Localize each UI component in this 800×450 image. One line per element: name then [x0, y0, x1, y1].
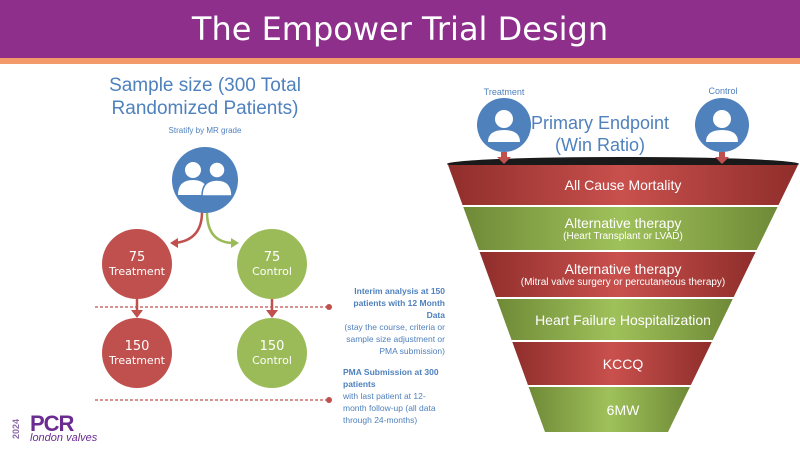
funnel-segment [479, 252, 756, 297]
page-title: The Empower Trial Design [191, 10, 609, 48]
segment-title: Heart Failure Hospitalization [535, 311, 711, 328]
funnel-segment [528, 387, 690, 432]
funnel-segment-label: 6MW [443, 402, 800, 418]
segment-subtitle: (Heart Transplant or LVAD) [563, 230, 683, 242]
sample-size-heading: Sample size (300 Total Randomized Patien… [109, 75, 301, 119]
header-bar [0, 0, 800, 58]
funnel-segment-label: KCCQ [443, 356, 800, 372]
treatment-label: Treatment [483, 87, 525, 97]
control-person-icon [695, 98, 749, 164]
control-label: Control [708, 86, 738, 96]
segment-title: Alternative therapy [564, 260, 682, 277]
header-stripe [0, 58, 800, 64]
treatment-person-icon [477, 98, 531, 164]
funnel-segment-label: Heart Failure Hospitalization [443, 312, 800, 328]
interim-analysis-note: Interim analysis at 150 patients with 12… [344, 286, 445, 356]
segment-title: 6MW [606, 401, 640, 418]
funnel-segment-label: All Cause Mortality [443, 177, 800, 193]
segment-title: All Cause Mortality [564, 177, 682, 193]
group-icon [172, 147, 238, 213]
segment-title: Alternative therapy [564, 214, 682, 231]
funnel-segment [448, 165, 798, 205]
segment-title: KCCQ [602, 355, 644, 372]
funnel-segment [463, 207, 778, 250]
stratify-label: Stratify by MR grade [168, 126, 242, 135]
primary-endpoint-heading: Primary Endpoint (Win Ratio) [530, 113, 670, 155]
funnel-segment-label: Alternative therapy(Mitral valve surgery… [443, 261, 800, 289]
funnel-segment-label: Alternative therapy(Heart Transplant or … [443, 215, 800, 243]
segment-subtitle: (Mitral valve surgery or percutaneous th… [520, 276, 726, 288]
funnel-segment [496, 299, 733, 340]
funnel-segment [512, 342, 712, 385]
